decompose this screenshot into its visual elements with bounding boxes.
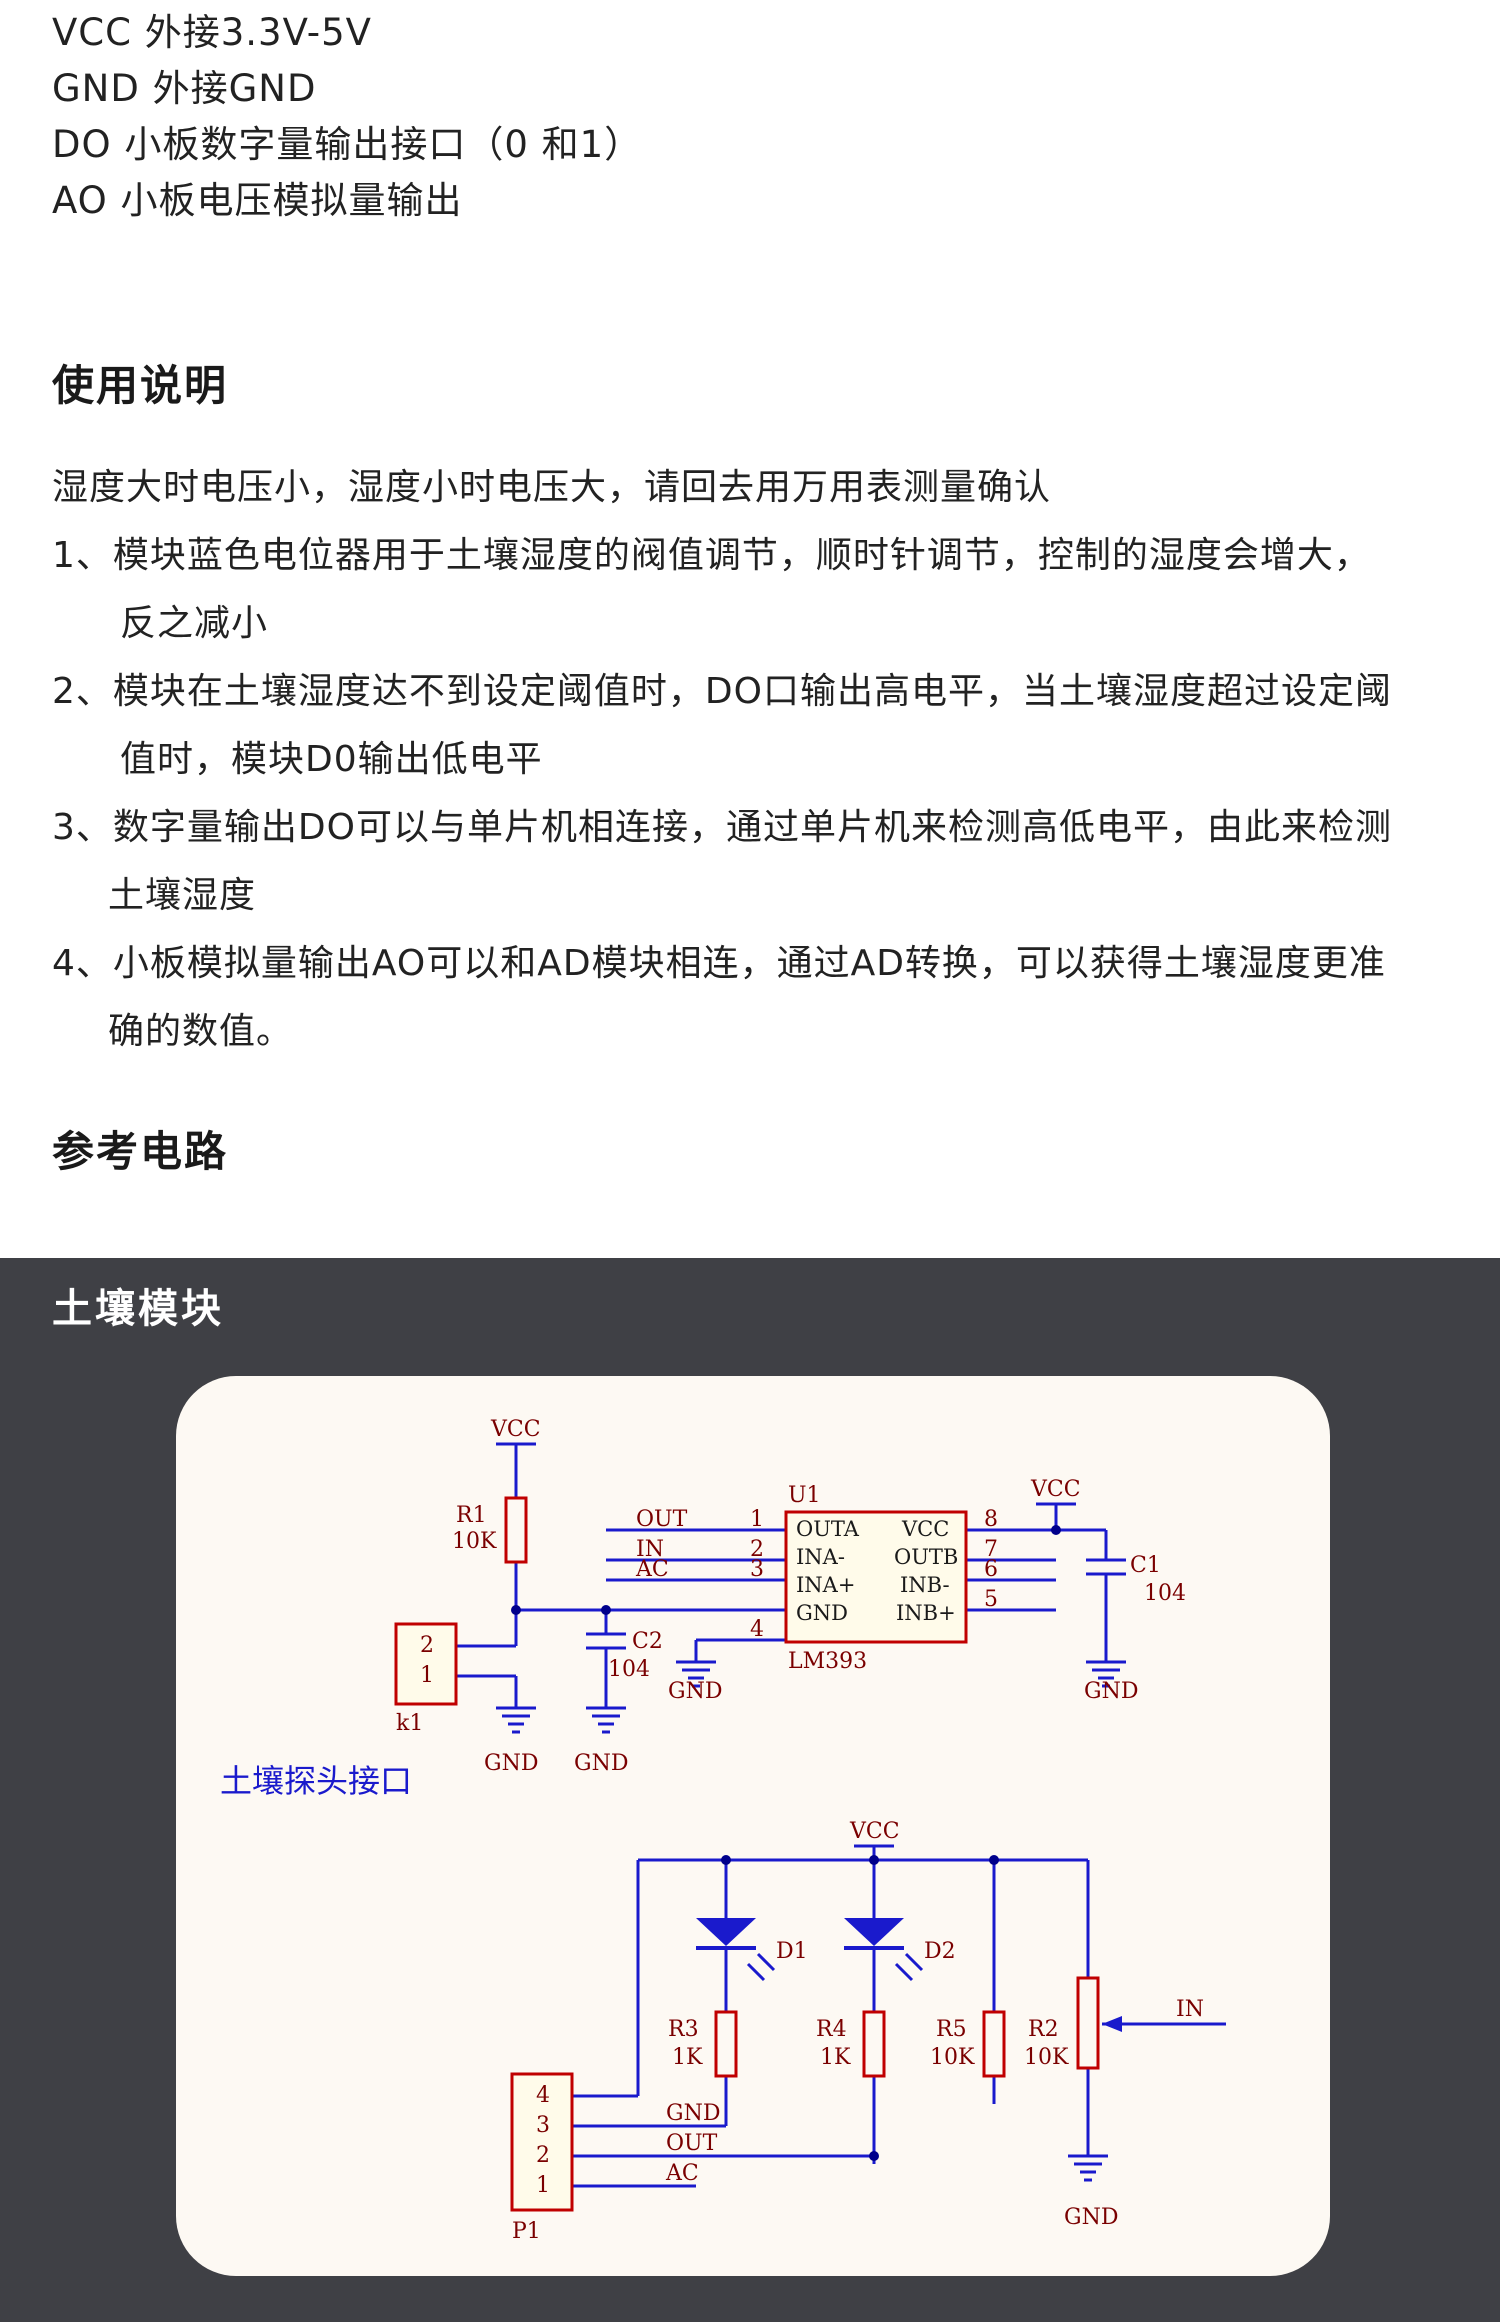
capacitors [586,1558,1126,1650]
usage-heading: 使用说明 [52,361,229,410]
led-d1 [696,1918,756,1946]
u1-left-2: INA- [796,1545,845,1569]
p1-pin-1: 1 [536,2173,550,2198]
u1-left-3: INA+ [796,1573,855,1597]
r3-label: R3 [668,2017,699,2042]
resistor-r3 [714,2010,738,2078]
resistor-r4 [862,2010,886,2078]
u1-pin-5: 5 [984,1587,998,1612]
junction-dots [511,1525,1061,2161]
pin-description-vcc: VCC 外接3.3V-5V [52,11,372,54]
r1-label: R1 [456,1503,487,1528]
led-d2 [844,1918,904,1946]
vcc-label-lower: VCC [849,1819,900,1844]
u1-left-4: GND [796,1601,848,1625]
p1-net-ac: AC [665,2161,699,2186]
c2-label: C2 [632,1629,663,1654]
document-body: VCC 外接3.3V-5V GND 外接GND DO 小板数字量输出接口（0 和… [52,11,1392,1176]
reference-circuit-heading: 参考电路 [52,1127,229,1176]
u1-pin-3: 3 [750,1557,764,1582]
p1-net-out: OUT [666,2131,718,2156]
u1-pin-4: 4 [750,1617,764,1642]
usage-intro: 湿度大时电压小，湿度小时电压大，请回去用万用表测量确认 [52,467,1052,508]
circuit-schematic: VCC R1 10K 2 1 k1 GND GND C2 104 U1 LM39… [220,1417,1226,2244]
k1-pin-1: 1 [420,1663,434,1688]
u1-pin-7: 7 [984,1537,998,1562]
k1-pin-2: 2 [420,1633,434,1658]
usage-item-3-line-1: 3、数字量输出DO可以与单片机相连接，通过单片机来检测高低电平，由此来检测 [52,807,1392,848]
p1-pin-2: 2 [536,2143,550,2168]
resistor-r1 [504,1496,528,1564]
u1-right-1: VCC [901,1517,949,1541]
usage-item-4-line-1: 4、小板模拟量输出AO可以和AD模块相连，通过AD转换，可以获得土壤湿度更准 [52,943,1386,984]
r5-value: 10K [930,2045,975,2070]
d1-label: D1 [776,1939,808,1964]
vcc-label-r1: VCC [490,1417,541,1442]
net-in-label: IN [636,1537,664,1562]
connector-k1 [394,1622,458,1706]
lower-labels: VCC D1 D2 R3 1K R4 1K R5 10K R2 10K IN G… [512,1819,1204,2244]
module-panel-title: 土壤模块 [52,1286,224,1332]
u1-label: U1 [788,1483,821,1508]
c1-label: C1 [1130,1553,1161,1578]
usage-item-1-line-1: 1、模块蓝色电位器用于土壤湿度的阀值调节，顺时针调节，控制的湿度会增大， [52,535,1371,576]
usage-item-3-line-2: 土壤湿度 [108,875,257,916]
potentiometer-r2 [1076,1976,1100,2070]
d2-label: D2 [924,1939,956,1964]
u1-pin-6: 6 [984,1557,998,1582]
chip-pin-names: OUTA INA- INA+ GND VCC OUTB INB- INB+ [796,1517,958,1625]
vcc-label-u1: VCC [1030,1477,1081,1502]
ground-symbols [496,1660,1126,2182]
r2-label: R2 [1028,2017,1059,2042]
potentiometer-wiper-arrow [1102,2016,1122,2032]
c2-value: 104 [608,1657,650,1682]
labels: VCC R1 10K 2 1 k1 GND GND C2 104 U1 LM39… [396,1417,1186,1776]
gnd-label-u1: GND [668,1679,722,1704]
p1-pin-4: 4 [536,2083,550,2108]
chip-u1 [784,1510,968,1644]
net-ac-label: AC [635,1557,669,1582]
probe-interface-label: 土壤探头接口 [220,1762,412,1800]
r5-label: R5 [936,2017,967,2042]
u1-right-4: INB+ [896,1601,956,1625]
gnd-label-lower: GND [1064,2205,1118,2230]
resistors [504,1496,1100,2078]
resistor-r5 [982,2010,1006,2078]
r2-value: 10K [1024,2045,1069,2070]
u1-part: LM393 [788,1649,867,1674]
pin-description-gnd: GND 外接GND [52,67,317,110]
usage-item-4-line-2: 确的数值。 [108,1011,294,1052]
p1-net-gnd: GND [666,2101,720,2126]
usage-item-1-line-2: 反之减小 [120,603,269,644]
r3-value: 1K [672,2045,703,2070]
net-in-lower: IN [1176,1997,1204,2022]
u1-pin-8: 8 [984,1507,998,1532]
gnd-label-k1: GND [484,1751,538,1776]
u1-right-3: INB- [900,1573,950,1597]
r4-value: 1K [820,2045,851,2070]
pin-description-ao: AO 小板电压模拟量输出 [52,179,463,222]
wires [456,1442,1226,2188]
r4-label: R4 [816,2017,847,2042]
p1-pin-3: 3 [536,2113,550,2138]
usage-item-2-line-2: 值时，模块D0输出低电平 [120,739,543,780]
pin-description-do: DO 小板数字量输出接口（0 和1） [52,123,643,166]
r1-value: 10K [452,1529,497,1554]
u1-left-1: OUTA [796,1517,860,1541]
c1-value: 104 [1144,1581,1186,1606]
leds [696,1918,924,1982]
k1-label: k1 [396,1711,423,1736]
u1-pin-1: 1 [750,1507,764,1532]
usage-item-2-line-1: 2、模块在土壤湿度达不到设定阈值时，DO口输出高电平，当土壤湿度超过设定阈 [52,671,1392,712]
gnd-label-c2: GND [574,1751,628,1776]
circuit-diagram-card: VCC R1 10K 2 1 k1 GND GND C2 104 U1 LM39… [176,1376,1330,2276]
gnd-label-c1: GND [1084,1679,1138,1704]
net-out-label: OUT [636,1507,688,1532]
u1-right-2: OUTB [894,1545,958,1569]
connector-p1 [510,2072,574,2212]
u1-pin-2: 2 [750,1537,764,1562]
p1-label: P1 [512,2219,541,2244]
